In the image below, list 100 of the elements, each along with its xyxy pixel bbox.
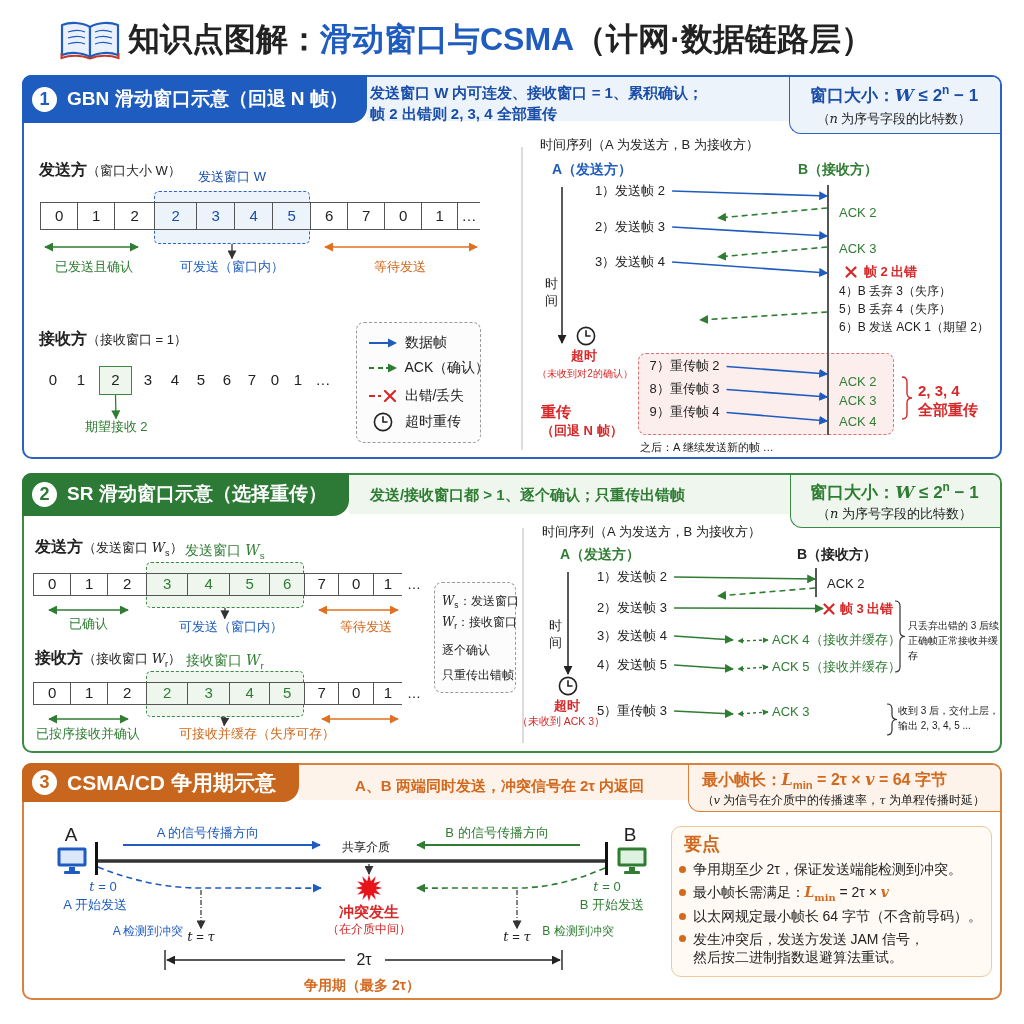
- retransmit-box: [638, 353, 894, 435]
- section-title: SR 滑动窗口示意（选择重传）: [67, 482, 327, 507]
- sequence-cell: 2: [154, 202, 198, 230]
- formula-note: （v 为信号在介质中的传播速率，τ 为单程传播时延）: [701, 792, 985, 808]
- sequence-cell: 5: [229, 573, 271, 596]
- event-label: A 检测到冲突: [112, 924, 184, 940]
- chart-heading: 时间序列（A 为发送方，B 为接收方）: [542, 523, 761, 541]
- ack-label: ACK 2: [827, 575, 865, 593]
- sequence-number: 1: [293, 370, 303, 390]
- number-badge: 2: [32, 482, 57, 507]
- arrow: [673, 709, 734, 719]
- medium-line: [98, 859, 605, 863]
- sequence-cell: 4: [187, 573, 231, 596]
- sequence-number: 7: [247, 370, 257, 390]
- note-text: 只重传出错帧: [442, 668, 514, 684]
- step-label: 2）发送帧 3: [595, 218, 673, 236]
- direction-label: A 的信号传播方向: [156, 824, 260, 842]
- note-text: W$_{s}$：发送窗口: [442, 594, 519, 610]
- sequence-cell: 2: [107, 573, 148, 596]
- row-heading: 接收方（接收窗口 W$_{r}$）: [35, 649, 182, 668]
- sequence-cell: 3: [146, 573, 189, 596]
- pointer-arrow: [227, 243, 237, 260]
- collision-note: （在介质中间）: [327, 922, 411, 938]
- chart-heading: 时间序列（A 为发送方，B 为接收方）: [540, 136, 759, 154]
- period-label: 争用期（最多 2τ）: [304, 975, 420, 995]
- ack-label: ACK 3: [768, 703, 810, 721]
- step-label: 9）重传帧 4: [649, 404, 727, 421]
- row-heading: 发送方（窗口大小 W）: [39, 161, 181, 180]
- window-label: 发送窗口 W: [198, 168, 266, 186]
- section-title: GBN 滑动窗口示意（回退 N 帧）: [67, 86, 348, 111]
- section-panel: [22, 763, 1002, 1000]
- sequence-number: 1: [76, 370, 86, 390]
- lifeline: [815, 568, 817, 597]
- signal-path: [416, 867, 606, 893]
- retransmit-label: （回退 N 帧）: [541, 422, 623, 440]
- ack-label: ACK 2: [839, 204, 877, 222]
- sequence-cell: 0: [33, 573, 72, 596]
- bullet-text: 争用期至少 2τ，保证发送端能检测到冲突。: [692, 860, 962, 879]
- sequence-cell: 1: [70, 573, 109, 596]
- pointer-arrow: [220, 607, 230, 620]
- sequence-number: …: [407, 574, 421, 594]
- step-label: 3）发送帧 4: [595, 253, 673, 271]
- event-label: B 开始发送: [579, 896, 645, 914]
- step-label: 1）发送帧 2: [597, 568, 675, 586]
- range-label: 已按序接收并确认: [36, 725, 140, 743]
- sequence-number: 3: [143, 370, 153, 390]
- error-label: 帧 3 出错: [840, 600, 894, 617]
- formula-box: [688, 765, 1000, 812]
- retransmit-label: 重传: [541, 402, 571, 422]
- sequence-number: 6: [222, 370, 232, 390]
- bullet-text: 发生冲突后，发送方发送 JAM 信号，然后按二进制指数退避算法重试。: [692, 929, 926, 966]
- ack-label: ACK 4（接收并缓存）: [768, 631, 901, 649]
- time-label: t = τ: [503, 928, 531, 946]
- step-label: 3）发送帧 4: [597, 627, 675, 645]
- signal-path: [97, 866, 322, 893]
- sequence-number: 5: [196, 370, 206, 390]
- actor-label: B（接收方）: [797, 544, 878, 564]
- station-label: A: [64, 824, 78, 846]
- formula-note: （n 为序号字段的比特数）: [816, 110, 972, 128]
- timeout-label: 超时: [571, 347, 597, 365]
- sequence-cell: 7: [304, 573, 340, 596]
- collision-label: 冲突发生: [339, 902, 399, 922]
- key-points-box: [671, 826, 992, 977]
- ack-label: ACK 2: [839, 373, 877, 391]
- footnote: 之后：A 继续发送新的帧 …: [640, 439, 774, 455]
- formula-text: 窗口大小：W ≤ 2$^{n}$ − 1: [809, 83, 979, 107]
- sequence-cell: 0: [40, 202, 79, 230]
- sequence-cell: 0: [338, 682, 375, 705]
- sequence-number: 4: [170, 370, 180, 390]
- expected-label: 期望接收 2: [84, 418, 148, 436]
- step-label: 2）发送帧 3: [597, 599, 675, 617]
- row-heading: 接收方（接收窗口 = 1）: [39, 330, 188, 349]
- sequence-cell: 3: [196, 202, 236, 230]
- ack-arrow: [699, 311, 829, 324]
- section-subtitle: A、B 两端同时发送，冲突信号在 2τ 内返回: [355, 776, 645, 796]
- legend-text: 超时重传: [404, 412, 461, 431]
- time-label: t = τ: [187, 928, 215, 946]
- time-label: t = 0: [593, 878, 621, 896]
- range-label: 可接收并缓存（失序可存）: [179, 725, 335, 743]
- station-label: B: [623, 824, 637, 846]
- step-label: 6）B 发送 ACK 1（期望 2）: [839, 320, 990, 336]
- brace-note: 2, 3, 4 全部重传: [918, 381, 979, 419]
- leader-arrow: [196, 889, 206, 930]
- sequence-cell: 1: [373, 573, 402, 596]
- actor-label: A（发送方）: [560, 544, 641, 564]
- sequence-cell: 0: [33, 682, 72, 705]
- sequence-cell: 6: [269, 573, 306, 596]
- bullet-text: 以太网规定最小帧长 64 字节（不含前导码）。: [692, 907, 982, 926]
- number-badge: 3: [32, 770, 57, 795]
- sequence-cell: 4: [229, 682, 271, 705]
- sequence-number: 0: [48, 370, 58, 390]
- formula-text: 窗口大小：W ≤ 2$^{n}$ − 1: [810, 480, 979, 504]
- arrow: [725, 365, 829, 378]
- ack-arrow: [737, 709, 769, 717]
- sequence-cell: 6: [310, 202, 349, 230]
- arrow: [671, 226, 829, 240]
- ack-arrow: [737, 664, 769, 672]
- axis-label: 时间: [545, 276, 559, 310]
- window-label: 发送窗口 W$_{s}$: [185, 540, 265, 560]
- formula-box: [789, 77, 1000, 134]
